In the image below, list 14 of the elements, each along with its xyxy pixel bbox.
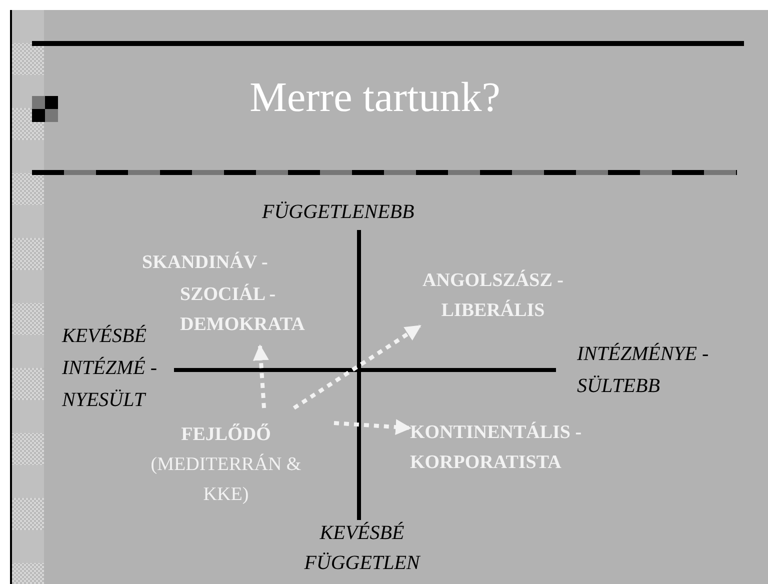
axis-label: KEVÉSBÉ INTÉZMÉ - NYESÜLT: [62, 324, 158, 413]
axis-label: FÜGGETLENEBB: [262, 200, 416, 225]
dotted-arrow: [292, 324, 422, 410]
slide-title: Merre tartunk?: [248, 74, 502, 123]
axis-label: KEVÉSBÉ FÜGGETLEN: [303, 520, 422, 576]
region-subheading: (MEDITERRÁN & KKE): [150, 452, 302, 507]
dotted-arrow: [252, 344, 269, 408]
region-heading: FEJLŐDŐ: [180, 422, 272, 447]
region-heading: SKANDINÁV -: [142, 250, 268, 275]
region-heading: SZOCIÁL - DEMOKRATA: [180, 282, 306, 337]
region-heading: ANGOLSZÁSZ - LIBERÁLIS: [422, 268, 564, 323]
dotted-arrow: [334, 419, 412, 436]
region-heading: KONTINENTÁLIS - KORPORATISTA: [410, 420, 583, 475]
axis-label: INTÉZMÉNYE - SÜLTEBB: [577, 342, 710, 399]
